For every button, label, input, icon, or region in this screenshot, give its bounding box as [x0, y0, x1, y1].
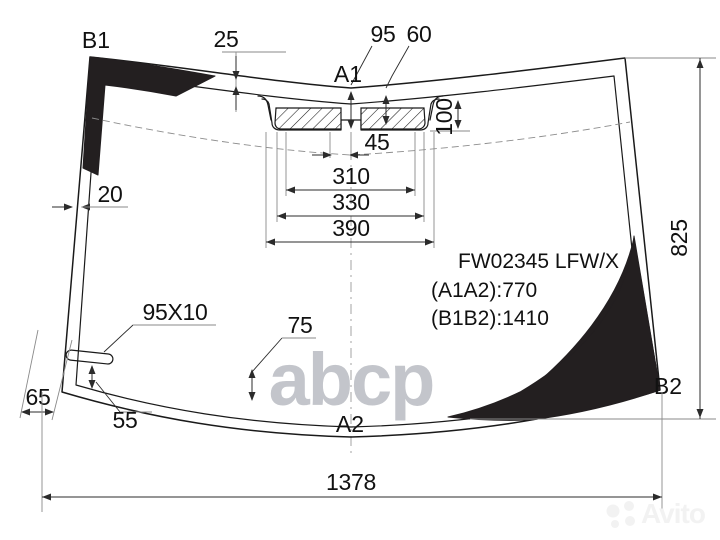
leader-75: [251, 337, 283, 373]
spec-b1b2-text: (B1B2):1410: [431, 307, 549, 330]
leader-55: [95, 381, 121, 413]
label-b2: B2: [654, 373, 682, 399]
ceramic-band-bottom-right-sweep: [447, 235, 661, 421]
bracket-shoulder-right: [429, 95, 444, 121]
dim-text-60: 60: [407, 21, 432, 47]
dim-text-825: 825: [666, 219, 692, 256]
antenna-slot: [65, 349, 114, 365]
leader-60: [385, 45, 410, 89]
watermark-abcp: abcp: [269, 338, 434, 421]
dim-text-100: 100: [431, 98, 457, 135]
dim-text-65: 65: [26, 384, 51, 410]
dim-text-330: 330: [332, 189, 369, 215]
watermark-avito-text: Avito: [641, 498, 706, 529]
label-a1: A1: [334, 61, 362, 87]
dim-text-20: 20: [98, 181, 123, 207]
label-a2: A2: [336, 411, 364, 437]
bracket-hatch-right: [360, 107, 426, 130]
dim-text-95x10: 95X10: [142, 299, 207, 325]
watermark-avito: Avito: [606, 498, 707, 529]
leader-95x10: [103, 324, 134, 353]
dim-text-310: 310: [332, 163, 369, 189]
dim-text-75: 75: [288, 312, 313, 338]
dim-text-95: 95: [371, 21, 396, 47]
dim-text-390: 390: [332, 215, 369, 241]
dim-text-25: 25: [214, 26, 239, 52]
ext-line-65-b: [51, 339, 73, 421]
dim-text-55: 55: [113, 407, 138, 433]
bracket-hatch-left: [274, 107, 342, 130]
bracket-shoulder-left: [257, 95, 272, 121]
ceramic-band-top-left: [82, 56, 216, 176]
leader-95: [350, 45, 373, 86]
part-number-text: FW02345 LFW/X: [458, 250, 619, 273]
dim-text-1378: 1378: [326, 469, 376, 495]
label-b1: B1: [82, 27, 110, 53]
ext-line-65-a: [19, 329, 39, 419]
dim-text-45: 45: [365, 129, 390, 155]
shade-band-dashed-line: [91, 117, 631, 156]
spec-a1a2-text: (A1A2):770: [431, 279, 537, 302]
